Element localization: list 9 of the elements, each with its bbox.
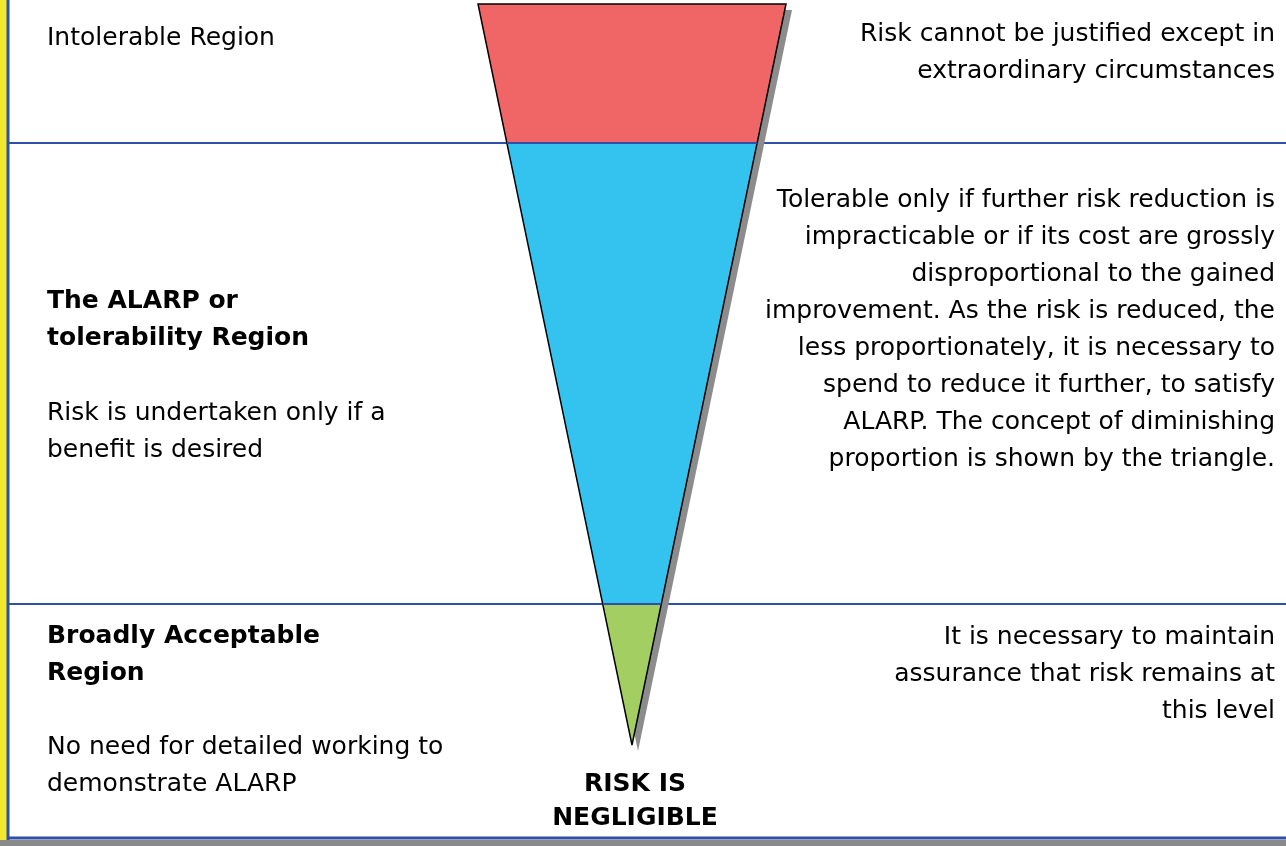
- region-title: Intolerable Region: [47, 21, 276, 53]
- region-description: No need for detailed working to demonstrate ALARP: [47, 730, 445, 799]
- region-description: Risk cannot be justified except in extraordinary circumstances: [858, 17, 1275, 86]
- region-description: Tolerable only if further risk reduction is impracticable or if its cost are grossly disproportional to the gained improvement. As the risk is reduced, the less proportionately, it is necessary to spend to reduce it further, to satisfy ALARP. The concept of diminishing proportion is shown by the triangle.: [763, 183, 1275, 474]
- region-description: It is necessary to maintain assurance that risk remains at this level: [893, 620, 1275, 726]
- apex-caption: RISK IS NEGLIGIBLE: [551, 767, 719, 833]
- region-description: Risk is undertaken only if a benefit is desired: [47, 396, 387, 465]
- region-title: The ALARP or tolerability Region: [47, 284, 311, 353]
- region-title: Broadly Acceptable Region: [47, 619, 321, 688]
